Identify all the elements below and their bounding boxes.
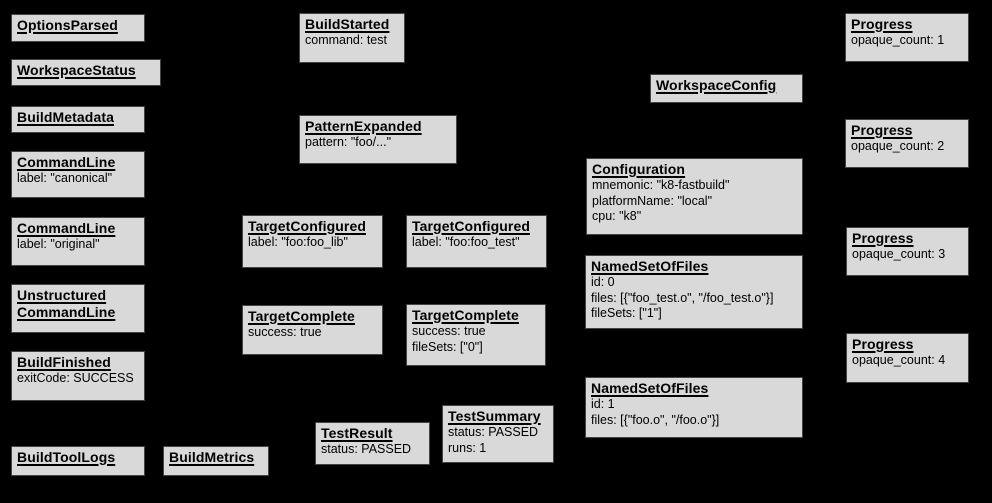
node-property-line: label: "canonical" <box>17 171 113 185</box>
node-title: TargetConfigured <box>412 218 531 234</box>
node-property-line: label: "original" <box>17 237 100 251</box>
node-property-line: success: true <box>248 325 322 339</box>
node-title: OptionsParsed <box>17 17 118 33</box>
node-property-line: status: PASSED <box>448 425 539 439</box>
node-property-line: opaque_count: 1 <box>851 33 945 47</box>
node-property-line: files: [{"foo.o", "/foo.o"}] <box>591 412 720 427</box>
node-title: CommandLine <box>17 304 116 320</box>
node-title: CommandLine <box>17 220 116 236</box>
node-title: Configuration <box>592 161 686 177</box>
node-property-line: exitCode: SUCCESS <box>17 371 134 385</box>
node-title: TargetComplete <box>248 308 355 324</box>
node-title: TestSummary <box>448 408 541 424</box>
event-node-build-metadata: BuildMetadata <box>11 106 145 133</box>
node-title: Progress <box>851 122 913 138</box>
event-node-options-parsed: OptionsParsed <box>11 14 145 42</box>
node-property-line: label: "foo:foo_lib" <box>248 235 348 249</box>
node-title: BuildMetadata <box>17 109 114 125</box>
node-property-line: opaque_count: 4 <box>852 353 946 367</box>
node-property-line: success: true <box>412 324 486 338</box>
node-title: BuildFinished <box>17 354 111 370</box>
node-title: NamedSetOfFiles <box>591 380 709 396</box>
node-property-line: fileSets: ["1"] <box>591 306 662 320</box>
node-title: WorkspaceStatus <box>17 62 136 78</box>
node-title: CommandLine <box>17 154 116 170</box>
node-property-line: fileSets: ["0"] <box>412 339 483 354</box>
node-title: PatternExpanded <box>305 118 422 134</box>
node-property-line: label: "foo:foo_test" <box>412 235 520 249</box>
node-title: TestResult <box>321 425 393 441</box>
node-property-line: platformName: "local" <box>592 193 713 208</box>
node-title: BuildStarted <box>305 16 390 32</box>
node-title: Progress <box>852 230 914 246</box>
node-property-line: cpu: "k8" <box>592 209 642 223</box>
node-title: TargetComplete <box>412 307 519 323</box>
node-property-line: status: PASSED <box>321 442 412 456</box>
node-title: NamedSetOfFiles <box>591 258 709 274</box>
node-property-line: runs: 1 <box>448 440 487 455</box>
node-property-line: opaque_count: 3 <box>852 247 946 261</box>
node-title: BuildMetrics <box>169 449 255 465</box>
node-property-line: id: 1 <box>591 397 615 411</box>
node-property-line: opaque_count: 2 <box>851 139 945 153</box>
node-property-line: mnemonic: "k8-fastbuild" <box>592 178 730 192</box>
node-property-line: command: test <box>305 33 387 47</box>
node-title: Progress <box>852 336 914 352</box>
node-title: Progress <box>851 16 913 32</box>
node-property-line: id: 0 <box>591 275 615 289</box>
node-property-line: pattern: "foo/..." <box>305 135 392 149</box>
node-property-line: files: [{"foo_test.o", "/foo_test.o"}] <box>591 290 774 305</box>
event-node-workspace-config: WorkspaceConfig <box>650 74 803 103</box>
event-node-build-tool-logs: BuildToolLogs <box>11 446 145 476</box>
node-title: WorkspaceConfig <box>656 77 777 93</box>
node-title: TargetConfigured <box>248 218 367 234</box>
event-node-workspace-status: WorkspaceStatus <box>11 59 161 86</box>
event-node-build-metrics: BuildMetrics <box>163 446 269 476</box>
node-title: Unstructured <box>17 287 107 303</box>
node-title: BuildToolLogs <box>17 449 116 465</box>
